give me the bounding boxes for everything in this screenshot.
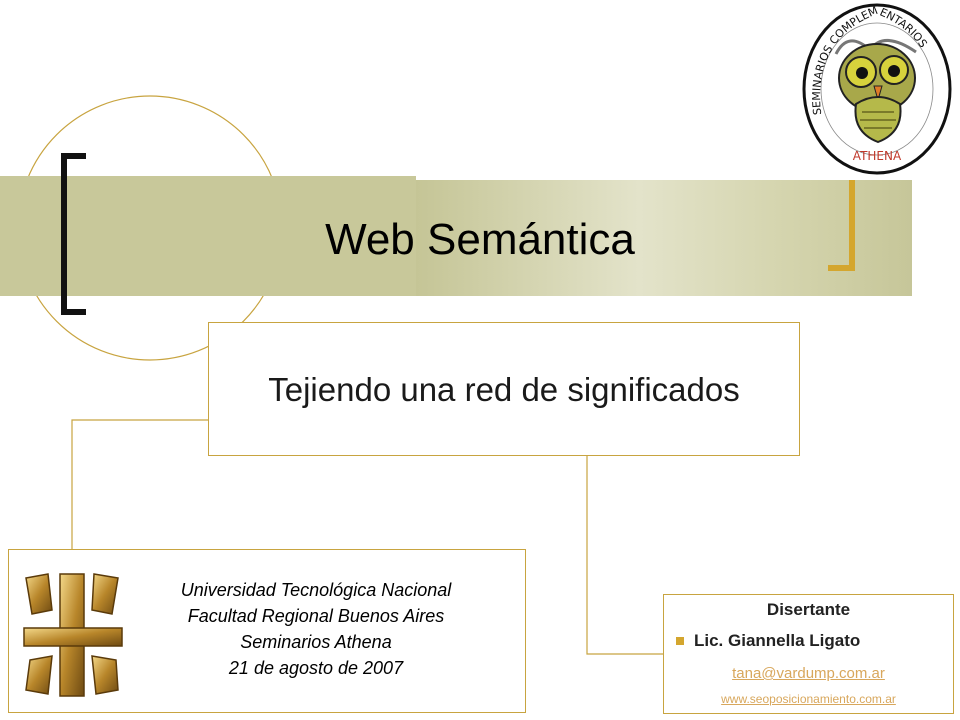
speaker-name-row: Lic. Giannella Ligato: [676, 629, 860, 653]
connector-line-right: [586, 456, 663, 655]
institution-text: Universidad Tecnológica Nacional Faculta…: [128, 577, 504, 681]
institution-date: 21 de agosto de 2007: [228, 658, 404, 678]
left-bracket-icon: [61, 153, 86, 315]
speaker-website-link[interactable]: www.seoposicionamiento.com.ar: [721, 692, 896, 706]
subtitle-box: Tejiendo una red de significados: [208, 322, 800, 456]
connector-line-left: [71, 419, 208, 549]
utn-logo-icon: [23, 573, 123, 697]
institution-faculty: Facultad Regional Buenos Aires: [187, 606, 445, 626]
title-bar-right: [416, 180, 912, 296]
speaker-heading: Disertante: [766, 600, 851, 619]
slide-title: Web Semántica: [325, 215, 635, 264]
speaker-box: [663, 594, 954, 714]
speaker-email-link[interactable]: tana@vardump.com.ar: [732, 665, 885, 682]
institution-seminar: Seminarios Athena: [240, 632, 392, 652]
institution-university: Universidad Tecnológica Nacional: [180, 580, 452, 600]
speaker-name: Lic. Giannella Ligato: [694, 631, 861, 650]
seal-bottom-text: ATHENA: [853, 149, 902, 163]
bullet-icon: [676, 636, 684, 645]
athena-seal-logo: SEMINARIOS COMPLEMENTARIOS ATHENA: [802, 3, 952, 175]
slide-subtitle: Tejiendo una red de significados: [268, 370, 740, 408]
title-bar-left: [0, 176, 416, 296]
right-bracket-icon: [828, 180, 855, 271]
